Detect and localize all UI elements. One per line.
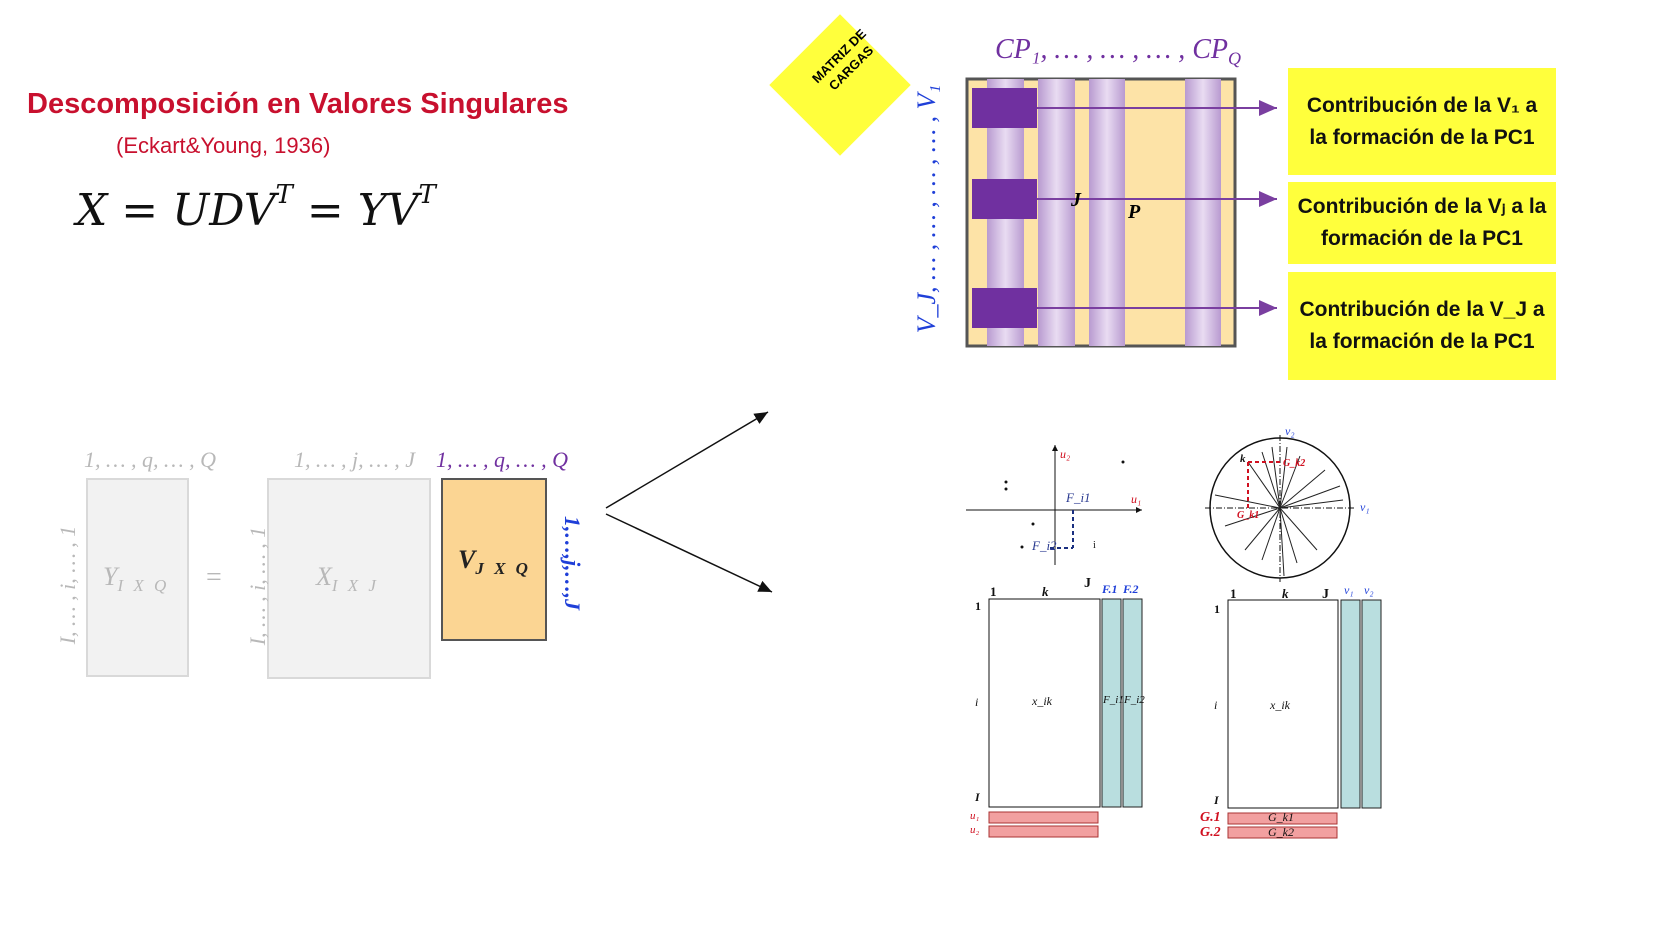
row-block-1 <box>972 88 1037 128</box>
g2-row-label: G.2 <box>1200 825 1221 840</box>
row-block-J <box>972 288 1037 328</box>
f1-column <box>1101 598 1122 808</box>
v2-axis-label: v₂ <box>1285 424 1295 438</box>
v-matrix-label: VJ X Q <box>458 545 531 579</box>
f2-column <box>1122 598 1143 808</box>
v2-col-label: v₂ <box>1364 583 1374 597</box>
x-matrix <box>267 478 431 679</box>
col-k-label-right: k <box>1282 586 1289 601</box>
y-sub: I X Q <box>117 576 170 596</box>
cell-fi2: F_i2 <box>1124 694 1145 706</box>
col-J-label: J <box>1084 576 1091 591</box>
row-block-j <box>972 179 1037 219</box>
v-matrix <box>441 478 547 641</box>
g2-row-bar <box>1227 826 1338 839</box>
v2-column <box>1361 599 1382 809</box>
point <box>1020 545 1024 549</box>
point <box>1004 487 1008 491</box>
contrib-box-j: Contribución de la Vⱼ a la formación de … <box>1288 182 1556 264</box>
x-sub: I X J <box>331 576 379 596</box>
x-data-box <box>988 598 1101 808</box>
arrow-up <box>605 411 769 509</box>
col-k-label: k <box>1042 584 1049 599</box>
cell-fi1: F_i1 <box>1103 694 1124 706</box>
loadings-col-2 <box>1038 79 1075 346</box>
u1-axis-label: u₁ <box>1131 492 1142 506</box>
col-1-label-right: 1 <box>1230 586 1237 601</box>
formula-lhs: X = UDV <box>76 185 276 236</box>
v-sub: J X Q <box>475 559 531 579</box>
v1-axis-label: v₁ <box>1360 500 1370 514</box>
g1-row-bar <box>1227 812 1338 825</box>
y-matrix-label: YI X Q <box>103 562 169 596</box>
row-1-label: 1 <box>975 599 981 613</box>
u1-row-label: u₁ <box>970 810 980 822</box>
point <box>1121 460 1125 464</box>
x-matrix-label: XI X J <box>316 562 379 596</box>
v-col-indices: 1, … , q, … , Q <box>436 447 569 472</box>
row-i-label: i <box>975 695 979 709</box>
page-title: Descomposición en Valores Singulares <box>27 88 569 120</box>
formula-sup-2: T <box>418 180 436 210</box>
inner-p-label: P <box>1128 201 1141 223</box>
cell-xik-right: x_ik <box>1270 698 1290 712</box>
arrow-down <box>605 513 773 593</box>
y-matrix <box>86 478 189 677</box>
f2-label: F.2 <box>1123 582 1139 596</box>
row-1-label-right: 1 <box>1214 602 1220 616</box>
formula-rhs: = YV <box>292 185 419 236</box>
point <box>1004 480 1008 484</box>
y-letter: Y <box>103 562 118 591</box>
gk2-label: G_k2 <box>1283 458 1306 469</box>
row-i-label-right: i <box>1214 698 1218 712</box>
x-data-box-right <box>1227 599 1339 809</box>
cell-xik: x_ik <box>1032 694 1052 708</box>
cp-sub: Q <box>1227 48 1241 69</box>
v1-column <box>1340 599 1361 809</box>
x-letter: X <box>316 562 332 591</box>
u1-row-bar <box>988 811 1099 824</box>
i-point-label: i <box>1093 540 1096 551</box>
v-letter: V <box>458 545 476 574</box>
col-1-label: 1 <box>990 584 997 599</box>
k-vector-label: k <box>1240 453 1246 465</box>
citation: (Eckart&Young, 1936) <box>116 133 331 158</box>
fi1-label: F_i1 <box>1066 490 1091 505</box>
u2-row-label: u₂ <box>970 824 980 836</box>
f1-label: F.1 <box>1102 582 1118 596</box>
loadings-col-4 <box>1185 79 1221 346</box>
g1-row-label: G.1 <box>1200 810 1221 825</box>
equals-sign: = <box>206 562 222 593</box>
row-I-label: I <box>975 790 980 804</box>
x-col-indices: 1, … , j, … , J <box>294 447 415 472</box>
col-J-label-right: J <box>1322 587 1329 602</box>
formula-sup-1: T <box>275 180 293 210</box>
inner-j-label: J <box>1071 189 1081 211</box>
loadings-col-3 <box>1089 79 1125 346</box>
u2-row-bar <box>988 825 1099 838</box>
point <box>1031 522 1035 526</box>
fi2-label: F_i2 <box>1032 538 1057 553</box>
u2-axis-label: u₂ <box>1060 447 1071 461</box>
gk1-bar-label: G_k1 <box>1268 810 1294 824</box>
cp-range: CP₁, … , … , … , CP <box>995 34 1228 65</box>
svd-formula: X = UDVT = YVT <box>76 180 436 236</box>
y-col-indices: 1, … , q, … , Q <box>84 447 217 472</box>
v1-col-label: v₁ <box>1344 583 1354 597</box>
gk2-bar-label: G_k2 <box>1268 825 1294 839</box>
variable-vectors <box>1214 446 1344 577</box>
contrib-box-1: Contribución de la V₁ a la formación de … <box>1288 68 1556 175</box>
loadings-col-labels: CP₁, … , … , … , CPQ <box>995 34 1241 70</box>
row-I-label-right: I <box>1214 793 1219 807</box>
gk1-label: G_k1 <box>1237 510 1260 521</box>
contrib-box-J: Contribución de la V_J a la formación de… <box>1288 272 1556 380</box>
